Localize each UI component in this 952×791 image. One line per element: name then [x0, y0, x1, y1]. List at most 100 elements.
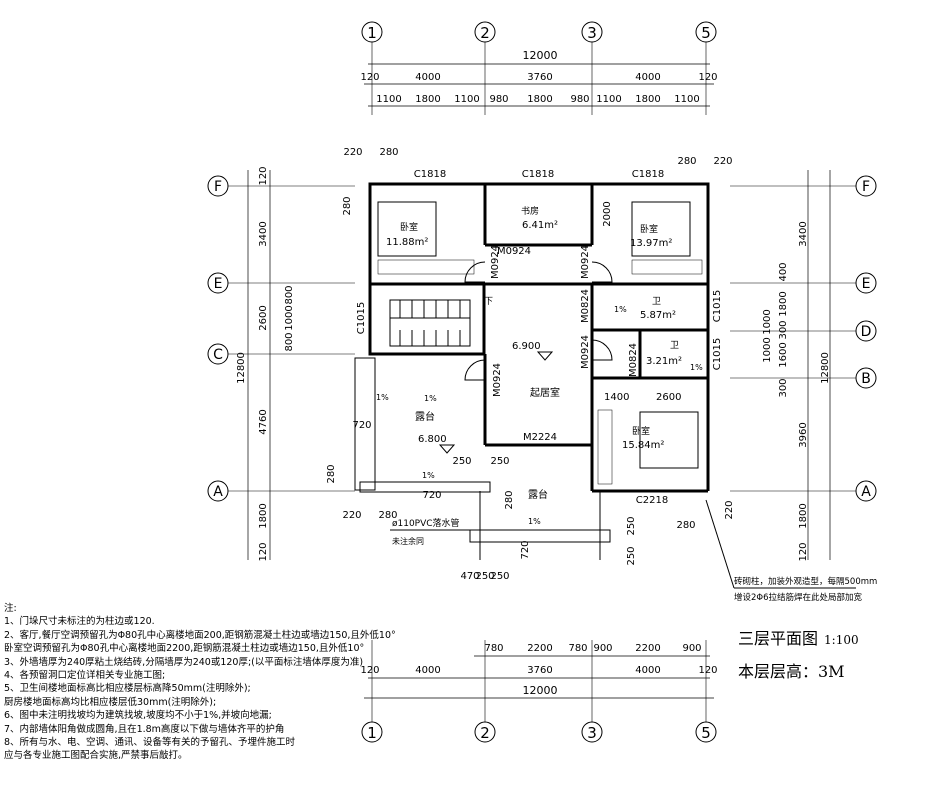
door-tag: M0824: [628, 343, 639, 377]
door-tag: M0924: [492, 363, 503, 397]
axis-1-bottom: 1: [367, 724, 377, 742]
dim-text: 250: [475, 571, 494, 582]
axis-bubbles-right: F E D B A: [855, 175, 877, 502]
dim-text: 980: [489, 94, 508, 105]
axis-3-top: 3: [587, 24, 597, 42]
dim-text: 780: [568, 643, 587, 654]
door-tag: M2224: [523, 432, 557, 443]
dim-total-bottom: 12000: [523, 684, 558, 697]
dim-text: 4760: [258, 409, 269, 434]
note-line: 4、各预留洞口定位详相关专业施工图;: [4, 670, 166, 682]
dim-right-total: 12800: [820, 352, 831, 384]
dim-text: 3760: [527, 665, 552, 676]
dim-text: 1100: [596, 94, 621, 105]
dim-text: 120: [258, 542, 269, 561]
dim-text: 2600: [656, 392, 681, 403]
room-name: 露台: [528, 488, 548, 501]
slope-label: 1%: [690, 363, 703, 372]
room-name: 书房: [521, 205, 539, 217]
wall-note-callout: 砖砌柱，加装外观造型，每隔500mm 增设2Φ6拉结筋焊在此处局部加宽: [705, 499, 877, 603]
dim-text: 280: [326, 464, 337, 483]
dim-text: 280: [378, 510, 397, 521]
axis-C-left: C: [213, 347, 223, 363]
furniture: [377, 201, 703, 485]
dim-left-total: 12800: [236, 352, 247, 384]
note-line: 2、客厅,餐厅空调预留孔为Φ80孔中心离楼地面200,距钢筋混凝土柱边或墙边15…: [4, 629, 396, 641]
dims-bottom: 780 2200 780 900 2200 900 120 4000 3760 …: [360, 643, 718, 699]
general-notes: 注: 1、门垛尺寸未标注的为柱边或120. 2、客厅,餐厅空调预留孔为Φ80孔中…: [4, 602, 396, 763]
dims-top: 12000 120 4000 3760 4000 120 1100 1800 1…: [343, 49, 732, 167]
dim-text: 1000: [762, 337, 773, 362]
note-line: 8、所有与水、电、空调、通讯、设备等有关的予留孔、予埋件施工时: [4, 737, 296, 749]
dim-text: 1000: [762, 309, 773, 334]
dim-text: 1800: [778, 291, 789, 316]
dim-text: 1100: [674, 94, 699, 105]
note-line: 厨房楼地面标高均比相应楼层低30mm(注明除外);: [4, 696, 217, 708]
dims-left: 120 3400 2600 4760 1800 120 12800 280 10…: [236, 166, 372, 561]
door-swing: [591, 339, 613, 361]
window-tag: C2218: [636, 495, 668, 506]
bed-icon: [639, 411, 699, 469]
dim-text: 250: [626, 546, 637, 565]
room-area: 15.84m²: [622, 440, 664, 451]
dim-text: 400: [778, 262, 789, 281]
dim-text: 1600: [778, 342, 789, 367]
dim-text: 250: [490, 456, 509, 467]
room-name: 卧室: [400, 221, 418, 233]
axis-A-left: A: [213, 484, 223, 500]
door-swing: [464, 261, 486, 283]
slope-label: 1%: [424, 394, 437, 403]
dim-text: 120: [698, 72, 717, 83]
slope-label: 1%: [614, 305, 627, 314]
room-name: 卧室: [640, 223, 658, 235]
dim-text: 280: [676, 520, 695, 531]
drain-callout: ø110PVC落水管 未注余同 470 250 250 250 250 720 …: [342, 456, 735, 582]
window-tag: C1015: [356, 302, 367, 334]
dim-text: 300: [778, 378, 789, 397]
note-line: 1、门垛尺寸未标注的为柱边或120.: [4, 616, 155, 628]
room-name: 露台: [415, 410, 435, 423]
drain-sub-label: 未注余同: [392, 536, 424, 546]
dim-text: 1000: [284, 305, 295, 330]
dim-text: 280: [379, 147, 398, 158]
axis-5-bottom: 5: [701, 724, 711, 742]
room-area: 5.87m²: [640, 310, 676, 321]
note-line: 5、卫生间楼地面标高比相应楼层标高降50mm(注明除外);: [4, 683, 251, 695]
room-area: 3.21m²: [646, 356, 682, 367]
axis-5-top: 5: [701, 24, 711, 42]
dim-text: 800: [284, 332, 295, 351]
door-swing: [464, 359, 486, 381]
axis-3-bottom: 3: [587, 724, 597, 742]
slope-label: 1%: [528, 517, 541, 526]
dim-text: 1800: [415, 94, 440, 105]
axis-F-right: F: [862, 179, 870, 195]
dim-text: 250: [452, 456, 471, 467]
axis-E-right: E: [862, 276, 871, 292]
elev-label: 6.800: [418, 434, 447, 445]
dim-text: 4000: [415, 665, 440, 676]
dim-text: 780: [484, 643, 503, 654]
dim-text: 220: [343, 147, 362, 158]
room-labels: 卧室 11.88m² 书房 6.41m² 卧室 13.97m² 卫 5.87m²…: [386, 201, 682, 501]
dim-text: 1100: [454, 94, 479, 105]
axis-B-right: B: [861, 371, 871, 387]
dim-text: 120: [360, 665, 379, 676]
dim-text: 1800: [798, 503, 809, 528]
door-tag: M0924: [580, 245, 591, 279]
wall-note-line: 砖砌柱，加装外观造型，每隔500mm: [734, 576, 877, 587]
dim-text: 280: [342, 196, 353, 215]
axis-bubbles-left: F E C A: [207, 175, 229, 502]
window-tag: C1818: [414, 169, 446, 180]
dim-text: 980: [570, 94, 589, 105]
dims-right: 3400 3960 1800 120 12800 400 1800 1000 3…: [762, 170, 831, 562]
dim-text: 280: [677, 156, 696, 167]
door-tag: M0824: [580, 289, 591, 323]
dim-text: 250: [490, 571, 509, 582]
dim-text: 300: [778, 320, 789, 339]
dim-text: 220: [713, 156, 732, 167]
dim-text: 3760: [527, 72, 552, 83]
note-line: 应与各专业施工图配合实施,严禁事后敲打。: [4, 750, 188, 762]
floor-height-label: 本层层高：3M: [738, 662, 845, 681]
grid-lines: [228, 42, 856, 722]
